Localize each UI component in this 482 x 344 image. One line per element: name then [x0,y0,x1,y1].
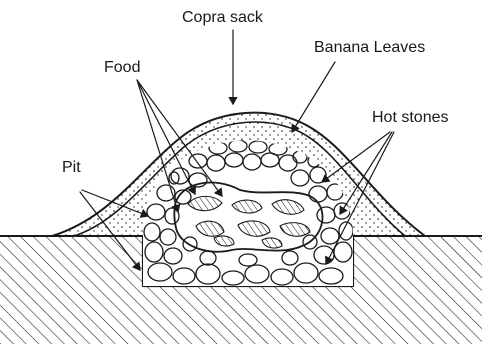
label-food: Food [104,59,140,76]
label-copra-sack: Copra sack [182,9,264,26]
label-pit: Pit [62,159,81,176]
banana-leaves-pointer [292,62,335,132]
label-hot-stones: Hot stones [372,109,448,126]
label-banana-leaves: Banana Leaves [314,39,425,56]
